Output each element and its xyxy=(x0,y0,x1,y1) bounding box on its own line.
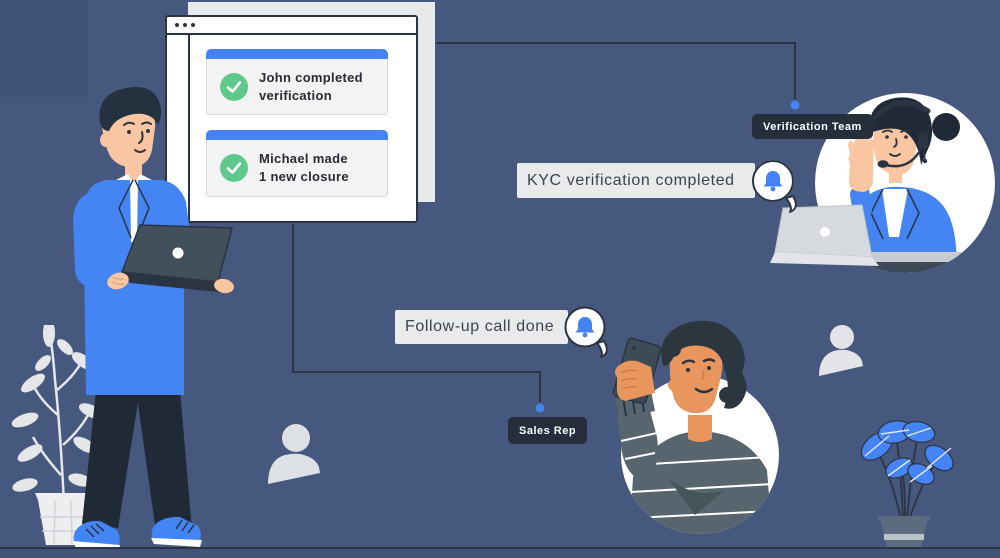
window-rail-divider xyxy=(188,35,190,221)
background-square xyxy=(0,0,88,97)
sales-rep-figure xyxy=(612,320,779,534)
connector-dot-salesrep xyxy=(535,403,545,413)
kyc-callout-label: KYC verification completed xyxy=(517,163,755,198)
verification-team-tag-text: Verification Team xyxy=(763,120,862,133)
sales-rep-tag: Sales Rep xyxy=(508,417,588,444)
right-plant xyxy=(860,420,954,553)
notification-accent-bar xyxy=(206,130,388,140)
follow-up-bubble xyxy=(564,306,608,358)
bell-icon xyxy=(763,171,783,192)
person-silhouette xyxy=(268,424,320,484)
ellipsis-dots-icon xyxy=(175,23,179,27)
kyc-bubble xyxy=(752,160,797,213)
notification-accent-bar xyxy=(206,49,388,59)
follow-up-callout-label: Follow-up call done xyxy=(395,310,568,344)
presenter-man-figure xyxy=(73,87,234,551)
person-silhouette xyxy=(819,325,863,376)
floor-lower-band xyxy=(0,549,1000,558)
ellipsis-dots-icon xyxy=(191,23,195,27)
floor-line xyxy=(0,547,1000,549)
notification-text: John completed verification xyxy=(259,69,363,103)
notification-card: John completed verification xyxy=(206,49,388,115)
verification-agent-figure xyxy=(770,93,995,273)
check-circle-icon xyxy=(220,154,248,182)
follow-up-callout-text: Follow-up call done xyxy=(405,318,555,335)
check-circle-icon xyxy=(220,72,248,101)
sales-rep-tag-text: Sales Rep xyxy=(519,424,577,437)
notification-text: Michael made 1 new closure xyxy=(259,151,349,184)
bell-icon xyxy=(575,317,595,338)
connector-dot-verification xyxy=(790,100,800,110)
notification-card: Michael made 1 new closure xyxy=(206,130,388,197)
verification-team-tag: Verification Team xyxy=(752,114,873,139)
kyc-callout-text: KYC verification completed xyxy=(527,171,735,189)
window-header xyxy=(167,17,416,35)
ellipsis-dots-icon xyxy=(183,23,187,27)
